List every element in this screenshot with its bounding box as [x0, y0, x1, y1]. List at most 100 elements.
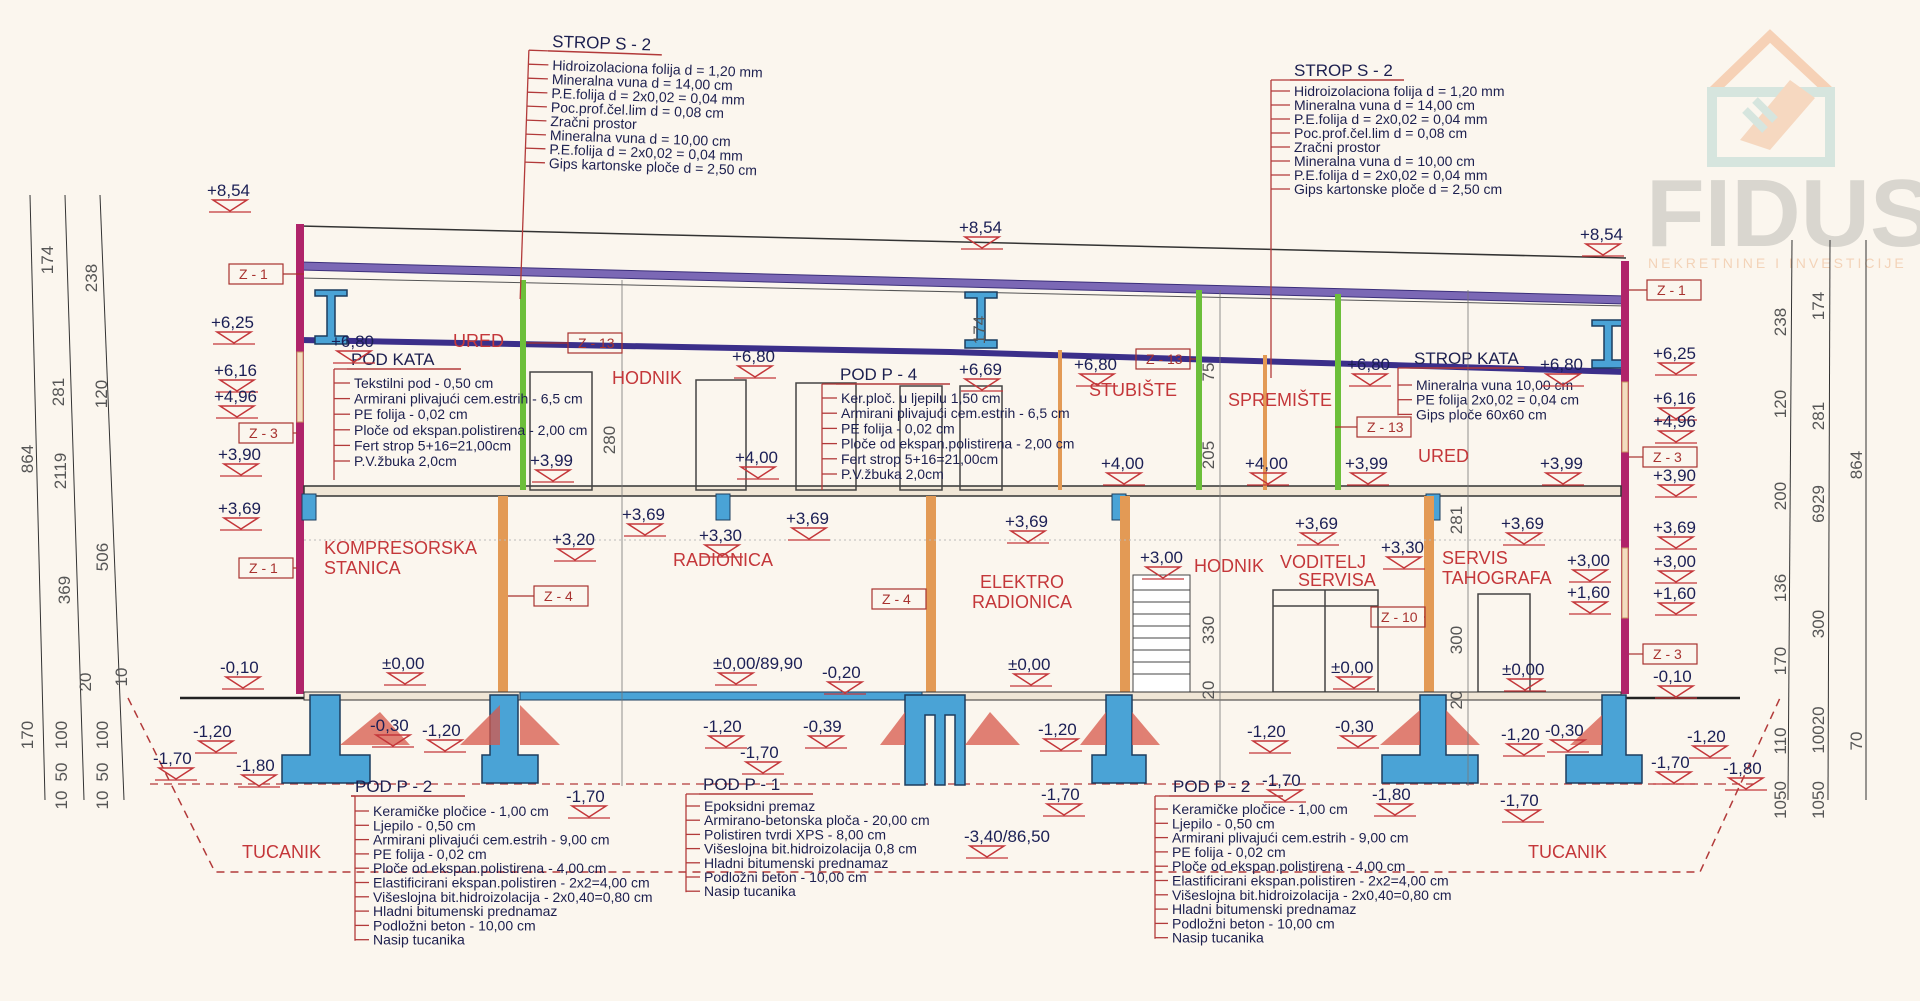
elevation-marker-icon: [1543, 373, 1583, 386]
elevation-marker-icon: [1503, 809, 1543, 822]
spec-item: Ploče od ekspan.polistirena - 2,00 cm: [841, 436, 1074, 452]
spec-item: Podložni beton - 10,00 cm: [704, 869, 867, 885]
spec-item: Armirani plivajući cem.estrih - 6,5 cm: [354, 391, 583, 407]
wall-tag-label: Z - 13: [1367, 419, 1404, 435]
elevation-marker-icon: [1250, 740, 1290, 753]
spec-title-underline: [547, 50, 662, 56]
wall-tag: Z - 1: [228, 263, 304, 285]
elevation-mark: +1,60: [1567, 583, 1611, 615]
elevation-marker-icon: [1104, 472, 1144, 485]
elevation-marker-icon: [1334, 676, 1374, 689]
elevation-mark: -1,20: [703, 717, 747, 749]
room-label: URED: [453, 331, 504, 351]
dimension-value: 100: [52, 721, 71, 749]
spec-item: Polistiren tvrdi XPS - 8,00 cm: [704, 826, 886, 842]
wall-tag: Z - 13: [1135, 348, 1196, 370]
elevation-marker-icon: [239, 774, 279, 787]
elevation-mark: -1,70: [153, 749, 197, 781]
wall-tag: Z - 4: [871, 588, 927, 610]
elevation-label: -1,20: [193, 722, 232, 741]
elevation-mark: -1,20: [1687, 727, 1731, 759]
dimension-value: 10020: [1809, 706, 1828, 753]
elevation-marker-icon: [1570, 601, 1610, 614]
dimension-value: 238: [82, 264, 101, 292]
elevation-mark: -1,80: [1723, 759, 1767, 791]
room-label: KOMPRESORSKA: [324, 538, 477, 558]
elevation-label: ±0,00: [382, 654, 424, 673]
room-label: RADIONICA: [972, 592, 1072, 612]
wall-tag-label: Z - 1: [239, 266, 268, 282]
elevation-mark: -1,20: [1247, 722, 1291, 754]
dimension-value: 120: [1771, 390, 1790, 418]
elevation-marker-icon: [962, 378, 1002, 391]
spec-item: Ker.ploč. u ljepilu 1,50 cm: [841, 390, 1001, 406]
elevation-mark: -0,30: [1335, 717, 1379, 749]
room-label: HODNIK: [612, 368, 682, 388]
dimension-value: 280: [600, 426, 619, 454]
elevation-marker-icon: [1548, 739, 1588, 752]
elevation-mark: -1,70: [1651, 753, 1695, 785]
elevation-label: -1,70: [740, 743, 779, 762]
elevation-mark: -0,20: [822, 663, 866, 695]
elevation-mark: ±0,00/89,90: [713, 654, 803, 686]
spec-item: Poc.prof.čel.lim d = 0,08 cm: [551, 99, 725, 121]
spec-pod-kata: POD KATA Tekstilni pod - 0,50 cmArmirani …: [333, 350, 587, 480]
elevation-marker-icon: [555, 548, 595, 561]
elevation-mark: +8,54: [207, 181, 251, 213]
spec-item: Ploče od ekspan.polistirena - 4,00 cm: [1172, 858, 1405, 874]
spec-item: Višeslojna bit.hidroizolacija - 2x0,40=0…: [1172, 887, 1452, 903]
elevation-marker-icon: [1543, 472, 1583, 485]
spec-item: Armirani plivajući cem.estrih - 9,00 cm: [1172, 830, 1409, 846]
spec-item: Tekstilni pod - 0,50 cm: [354, 375, 493, 391]
spec-title: POD P - 2: [1173, 777, 1250, 796]
elevation-label: -1,80: [1372, 785, 1411, 804]
spec-leader-line: [519, 50, 530, 300]
elevation-mark: +3,69: [1005, 512, 1049, 544]
elevation-marker-icon: [1504, 743, 1544, 756]
elevation-label: +3,99: [530, 451, 573, 470]
spec-leader-tick: [526, 119, 547, 122]
spec-item: PE folija - 0,02 cm: [1172, 844, 1286, 860]
fidus-watermark: FIDUS NEKRETNINE I INVESTICIJE: [1646, 29, 1920, 271]
dimension-value: 300: [1809, 610, 1828, 638]
spec-item: Mineralna vuna d = 14,00 cm: [1294, 97, 1475, 113]
spec-title: POD P - 1: [703, 775, 780, 794]
wall-tag-label: Z - 13: [578, 335, 615, 351]
spec-item: Mineralna vuna d = 10,00 cm: [1294, 153, 1475, 169]
elevation-marker-icon: [702, 544, 742, 557]
elevation-label: +4,96: [214, 387, 257, 406]
spec-title: POD KATA: [351, 350, 435, 369]
spec-item: Armirano-betonska ploča - 20,00 cm: [704, 812, 930, 828]
elevation-label: +8,54: [207, 181, 250, 200]
spec-item: Elastificirani ekspan.polistiren - 2x2=4…: [373, 875, 650, 891]
elevation-mark: +3,90: [218, 445, 262, 477]
elevation-label: -0,30: [370, 716, 409, 735]
room-label: TAHOGRAFA: [1442, 568, 1552, 588]
staircase: [1132, 574, 1191, 693]
elevation-marker-icon: [156, 767, 196, 780]
elevation-label: +3,69: [786, 509, 829, 528]
elevation-marker-icon: [1656, 602, 1696, 615]
elevation-marker-icon: [1504, 532, 1544, 545]
elevation-mark: +3,99: [530, 451, 574, 483]
elevation-marker-icon: [1656, 407, 1696, 420]
elevation-marker-icon: [716, 672, 756, 685]
dimension-value: 1050: [1771, 781, 1790, 819]
spec-title: POD P - 4: [840, 365, 917, 384]
dimension-value: 20: [1447, 691, 1466, 710]
dimension-value: 6929: [1809, 485, 1828, 523]
room-label: STANICA: [324, 558, 401, 578]
elevation-label: +3,00: [1653, 552, 1696, 571]
elevation-label: +3,69: [1653, 518, 1696, 537]
elevation-mark: +3,69: [1501, 514, 1545, 546]
elevation-mark: +3,69: [218, 499, 262, 531]
elevation-mark: +4,00: [735, 448, 779, 480]
elevation-mark: ±0,00: [382, 654, 426, 686]
elevation-marker-icon: [1350, 373, 1390, 386]
elevation-marker-icon: [1041, 738, 1081, 751]
elevation-label: -1,70: [566, 787, 605, 806]
